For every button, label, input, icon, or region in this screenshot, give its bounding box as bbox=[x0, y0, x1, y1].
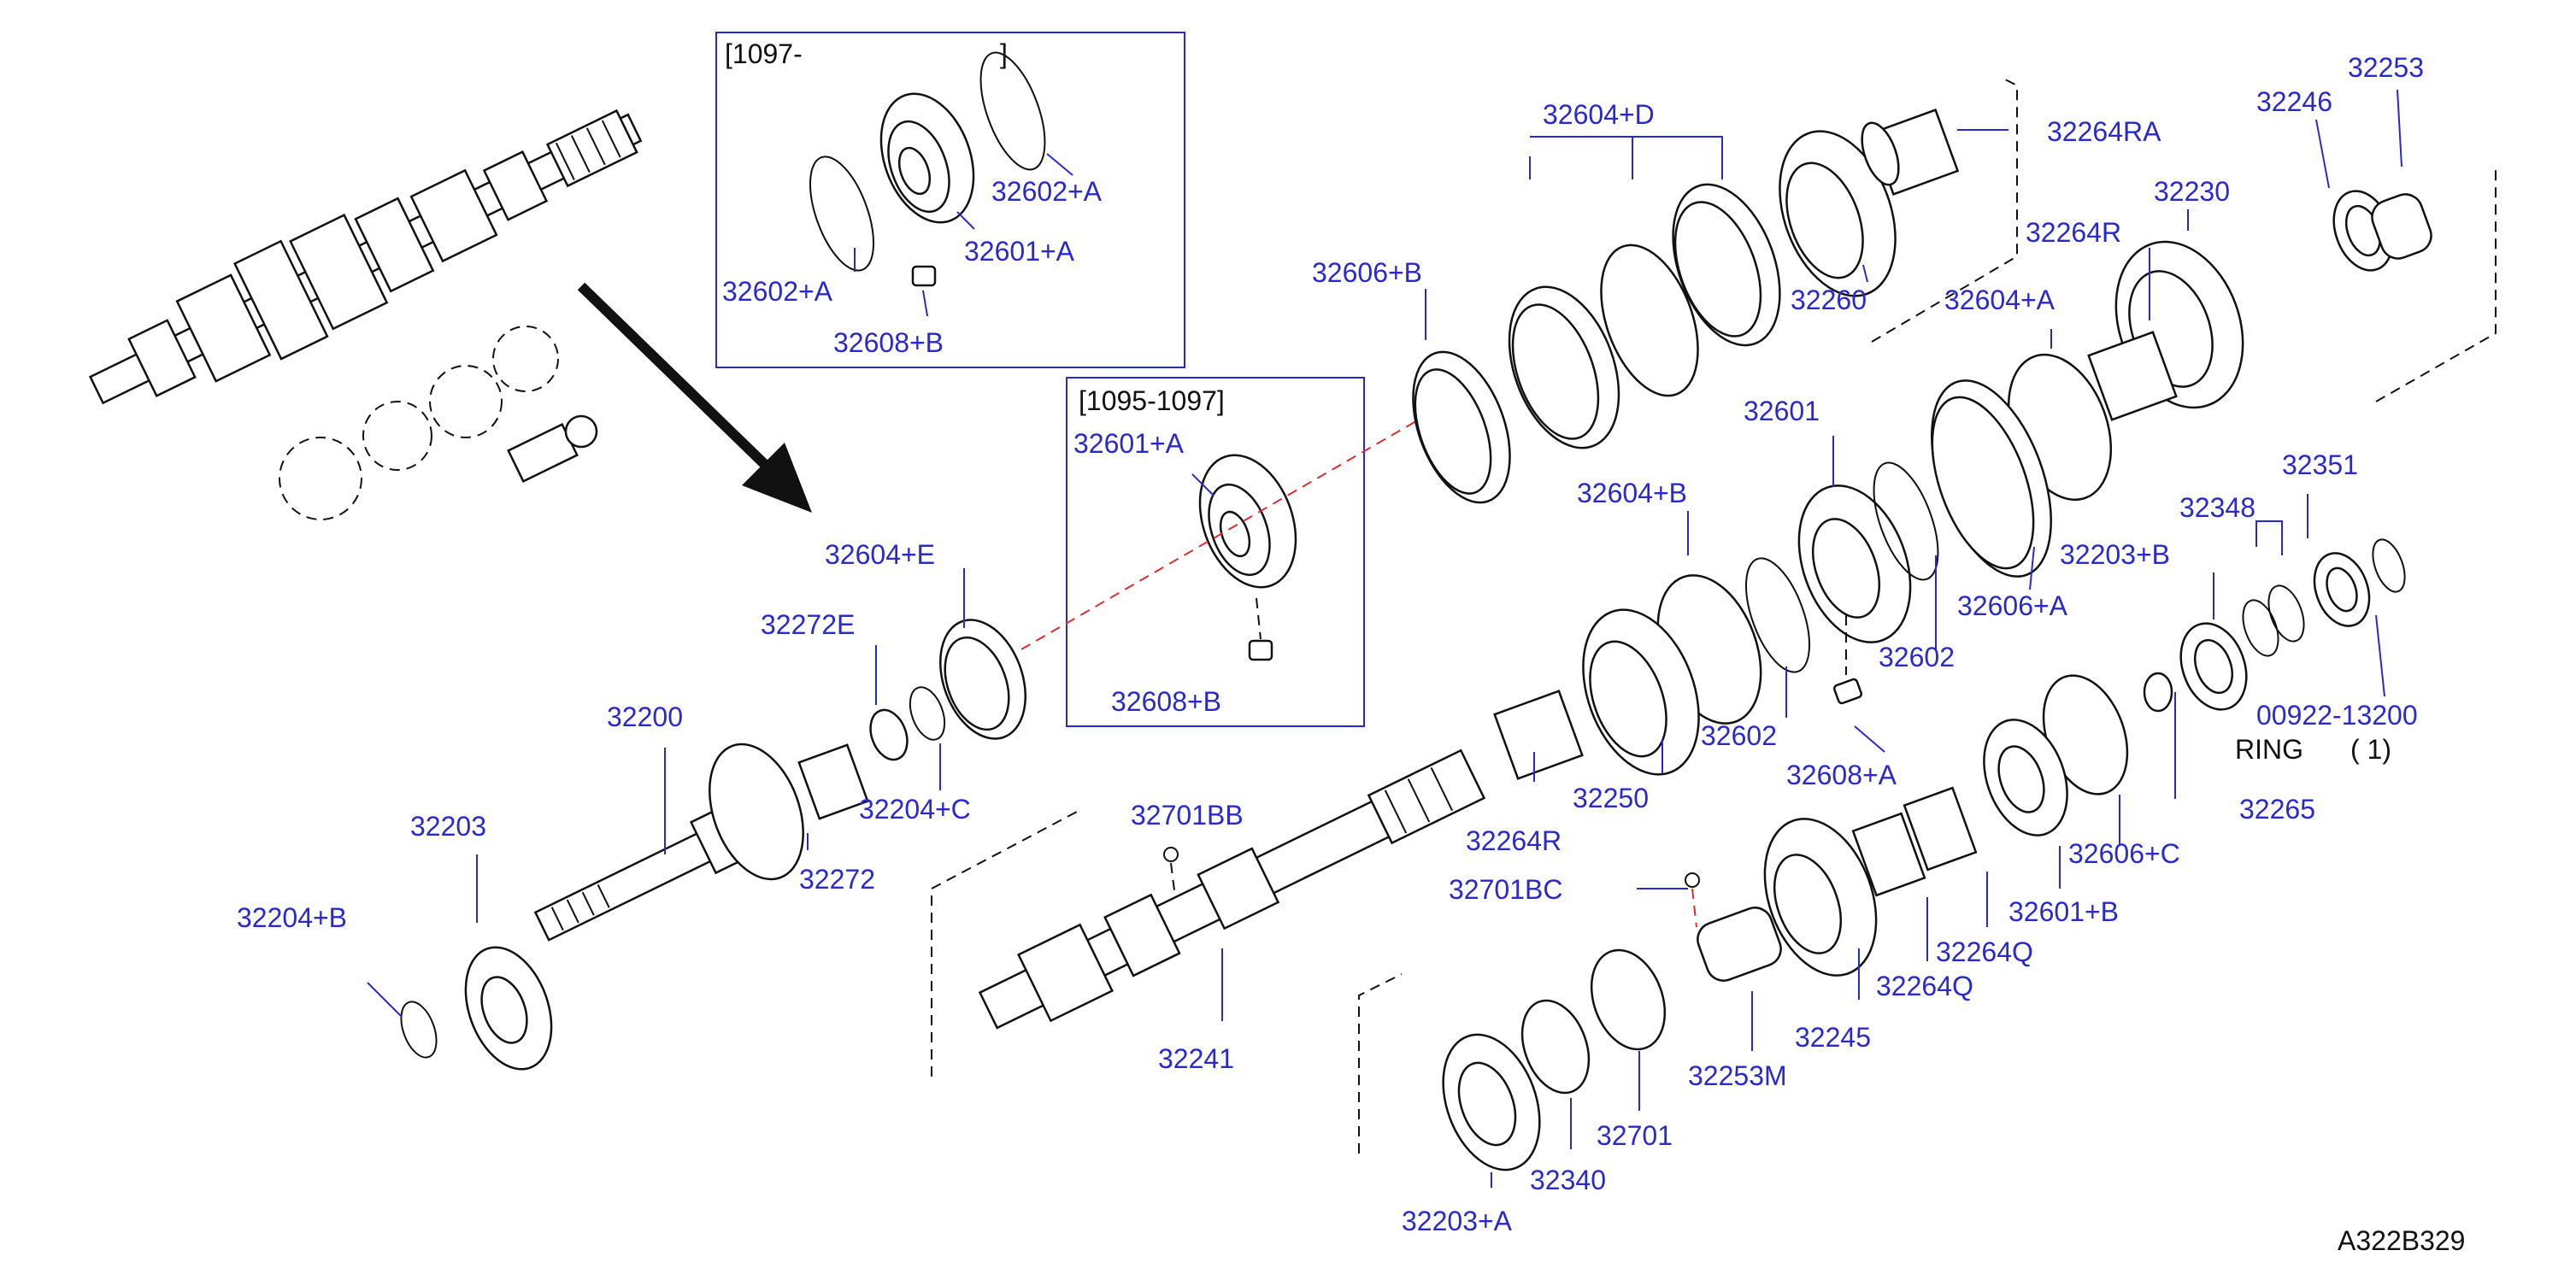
label-32203[interactable]: 32203 bbox=[410, 811, 486, 842]
washer-icon bbox=[869, 708, 909, 761]
snap-ring-icon bbox=[979, 51, 1046, 171]
spacer-icon bbox=[1590, 948, 1667, 1051]
leader-lines bbox=[367, 89, 2403, 1188]
inset-top-label-32601a[interactable]: 32601+A bbox=[964, 236, 1075, 267]
label-32604d[interactable]: 32604+D bbox=[1543, 99, 1655, 130]
gear-icon bbox=[1520, 999, 1591, 1095]
bushing-icon bbox=[2371, 193, 2432, 260]
hub-reference-line bbox=[1020, 399, 1454, 650]
label-32606a[interactable]: 32606+A bbox=[1957, 590, 2068, 621]
insert-key-icon bbox=[1248, 639, 1273, 661]
label-32340[interactable]: 32340 bbox=[1530, 1165, 1606, 1195]
label-32601[interactable]: 32601 bbox=[1744, 396, 1820, 426]
label-00922-13200[interactable]: 00922-13200 bbox=[2256, 700, 2418, 731]
label-32241[interactable]: 32241 bbox=[1158, 1043, 1234, 1074]
label-32260[interactable]: 32260 bbox=[1791, 285, 1867, 315]
gear-icon bbox=[709, 743, 804, 881]
label-32253[interactable]: 32253 bbox=[2348, 52, 2424, 83]
insert-key-icon bbox=[1832, 678, 1863, 705]
label-32701bb[interactable]: 32701BB bbox=[1131, 800, 1244, 831]
ring-note-word: RING bbox=[2235, 734, 2303, 765]
label-32272[interactable]: 32272 bbox=[799, 864, 875, 895]
label-32701bc[interactable]: 32701BC bbox=[1449, 874, 1562, 905]
label-32203a[interactable]: 32203+A bbox=[1402, 1206, 1513, 1236]
label-32604a[interactable]: 32604+A bbox=[1944, 285, 2056, 315]
label-32203b[interactable]: 32203+B bbox=[2060, 539, 2170, 570]
label-32246[interactable]: 32246 bbox=[2256, 86, 2332, 117]
label-32264r-mid[interactable]: 32264R bbox=[1466, 825, 1561, 856]
label-32701[interactable]: 32701 bbox=[1597, 1120, 1673, 1151]
needle-bearing-icon bbox=[1903, 786, 1978, 872]
spacer-icon bbox=[2143, 672, 2173, 713]
label-32264ra[interactable]: 32264RA bbox=[2047, 116, 2161, 147]
label-32606b[interactable]: 32606+B bbox=[1312, 257, 1422, 288]
label-32200[interactable]: 32200 bbox=[607, 702, 683, 732]
label-32230[interactable]: 32230 bbox=[2154, 176, 2230, 207]
label-32204b[interactable]: 32204+B bbox=[237, 902, 347, 933]
label-32265[interactable]: 32265 bbox=[2239, 794, 2315, 825]
inset-top-title: [1097- bbox=[725, 38, 803, 69]
label-32264q-lower[interactable]: 32264Q bbox=[1876, 971, 1973, 1001]
spacer-ring-icon bbox=[1600, 244, 1699, 397]
snap-ring-icon bbox=[400, 1001, 438, 1059]
label-32264q-upper[interactable]: 32264Q bbox=[1936, 936, 2033, 967]
inset-top-label-32608b[interactable]: 32608+B bbox=[833, 327, 944, 358]
lower-right-parts bbox=[1358, 538, 2406, 1171]
label-32606c[interactable]: 32606+C bbox=[2068, 838, 2180, 869]
label-32348[interactable]: 32348 bbox=[2179, 492, 2255, 523]
label-32351[interactable]: 32351 bbox=[2282, 449, 2358, 480]
label-32604e[interactable]: 32604+E bbox=[825, 539, 935, 570]
snap-ring-icon bbox=[1745, 557, 1810, 673]
needle-bearing-icon bbox=[797, 743, 869, 820]
needle-bearing-icon bbox=[1493, 690, 1584, 780]
snap-ring-icon bbox=[1873, 461, 1939, 581]
inset-top: [1097- ] 32602+A 32601+A 32602+A 32608+B bbox=[715, 32, 1185, 368]
snap-ring-icon bbox=[809, 156, 874, 272]
assembled-shaft-overview bbox=[88, 109, 643, 520]
label-32602-right[interactable]: 32602 bbox=[1879, 642, 1955, 672]
label-32272e[interactable]: 32272E bbox=[761, 609, 855, 640]
thrust-washer-icon bbox=[2242, 599, 2279, 657]
label-32604b[interactable]: 32604+B bbox=[1577, 478, 1687, 508]
snap-ring-icon bbox=[909, 686, 946, 741]
ring-note-qty: ( 1) bbox=[2350, 734, 2391, 765]
insert-key-icon bbox=[911, 265, 937, 287]
label-32253m[interactable]: 32253M bbox=[1688, 1060, 1787, 1091]
label-32250[interactable]: 32250 bbox=[1573, 783, 1649, 813]
inset-mid: [1095-1097] 32601+A 32608+B bbox=[1066, 377, 1365, 727]
label-32245[interactable]: 32245 bbox=[1795, 1022, 1871, 1053]
needle-bearing-icon bbox=[1851, 812, 1926, 897]
sleeve-icon bbox=[1697, 907, 1782, 982]
inset-top-label-32602a-left[interactable]: 32602+A bbox=[722, 276, 833, 307]
input-shaft bbox=[400, 619, 1026, 1071]
diagram-code: A322B329 bbox=[2338, 1225, 2465, 1256]
main-shaft bbox=[931, 748, 1486, 1077]
inset-mid-label-32601a[interactable]: 32601+A bbox=[1073, 428, 1185, 459]
inset-mid-label-32608b[interactable]: 32608+B bbox=[1111, 686, 1221, 717]
inset-mid-title: [1095-1097] bbox=[1079, 385, 1225, 416]
arrow-icon bbox=[577, 282, 812, 513]
label-32602-left[interactable]: 32602 bbox=[1701, 720, 1777, 751]
inset-top-frame bbox=[715, 32, 1185, 368]
inset-mid-frame bbox=[1066, 377, 1365, 727]
inset-top-label-32602a-right[interactable]: 32602+A bbox=[991, 176, 1103, 207]
label-32204c[interactable]: 32204+C bbox=[859, 794, 971, 825]
retaining-ring-icon bbox=[2372, 538, 2406, 593]
needle-bearing-icon bbox=[2087, 331, 2178, 421]
label-32264r-top[interactable]: 32264R bbox=[2026, 217, 2121, 248]
label-32608a[interactable]: 32608+A bbox=[1786, 760, 1897, 790]
upper-row-parts bbox=[1412, 76, 2497, 780]
label-32601b[interactable]: 32601+B bbox=[2008, 896, 2119, 927]
part-labels: 32604+D 32264RA 32246 32253 32230 32264R… bbox=[237, 52, 2424, 1236]
